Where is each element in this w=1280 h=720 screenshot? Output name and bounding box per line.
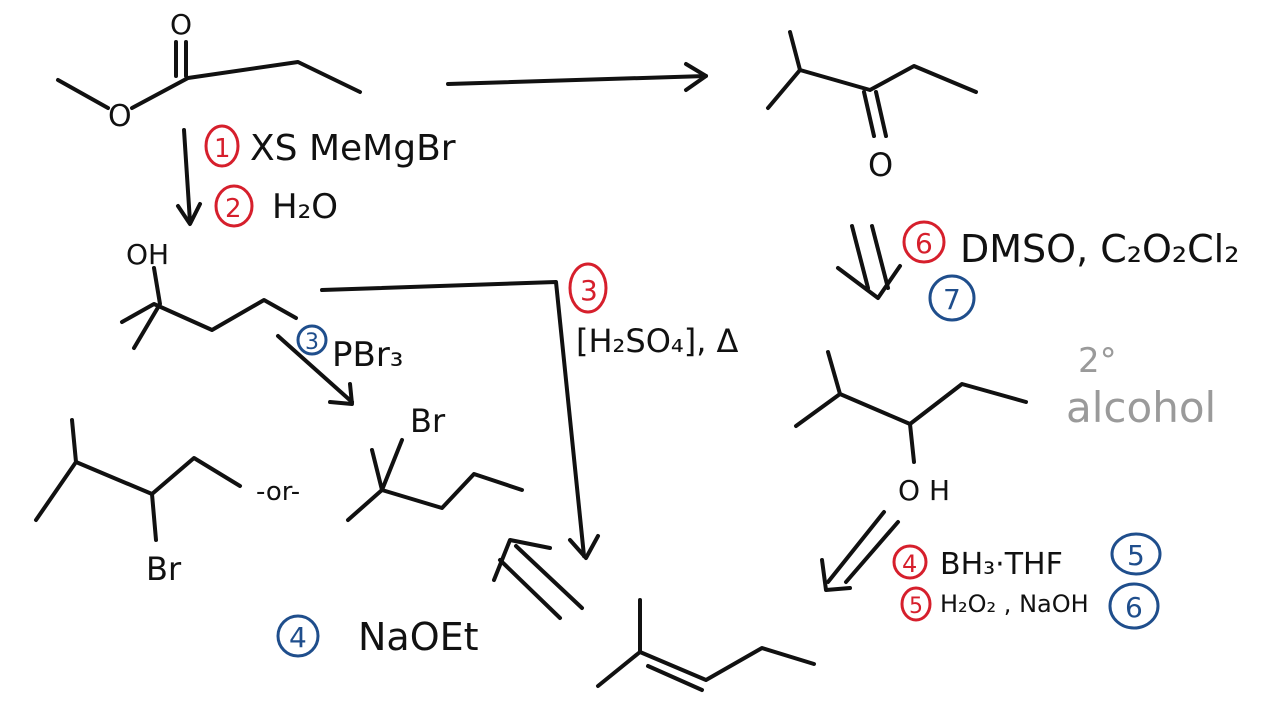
step-1-reagent: XS MeMgBr [250, 128, 456, 169]
step-4-number: 4 [289, 621, 307, 654]
step-2-circle [214, 184, 254, 228]
step-3-reagent: PBr₃ [332, 335, 403, 375]
reagent-step-2: 2 H₂O [214, 184, 338, 228]
alcohol2-oh: O H [898, 474, 950, 507]
ketone-oxygen: O [868, 146, 893, 184]
hydrob2-reagent: H₂O₂ , NaOH [940, 590, 1089, 618]
bromide-right-br: Br [410, 402, 446, 440]
ester-structure: O O [56, 8, 362, 134]
step-3b-number: 3 [580, 274, 598, 307]
arrow-pbr3 [276, 334, 354, 406]
tertiary-alcohol-structure: OH [120, 238, 298, 350]
step-6-reagent: DMSO, C₂O₂Cl₂ [960, 227, 1239, 271]
hydrob1-side-number: 5 [1127, 539, 1145, 572]
arrow-swern [836, 224, 902, 300]
secondary-alcohol-structure: O H [794, 350, 1028, 507]
arrow-ester-to-ketone [446, 62, 708, 92]
ketone-structure: O [766, 30, 978, 184]
bromide-right-structure: Br [346, 402, 524, 522]
hydrob2-side-circle [1108, 582, 1160, 630]
ester-carbonyl-oxygen: O [170, 8, 192, 41]
step-7-circle [928, 274, 976, 322]
hydrob1-reagent: BH₃·THF [940, 547, 1063, 582]
step-7-number: 7 [943, 283, 961, 316]
arrow-hydroboration [820, 510, 900, 592]
hydrob1-number: 4 [902, 550, 917, 578]
ester-ether-oxygen: O [108, 99, 132, 134]
hydrob2-number: 5 [909, 594, 923, 619]
step-2-number: 2 [225, 194, 242, 224]
reagent-step-3b: 3 [H₂SO₄], Δ [568, 262, 739, 360]
reagent-hydroboration-2: 5 H₂O₂ , NaOH 6 [900, 582, 1160, 630]
or-text: -or- [256, 477, 300, 507]
step-3b-reagent: [H₂SO₄], Δ [576, 322, 739, 360]
reagent-step-1: 1 XS MeMgBr [204, 124, 456, 169]
arrow-dehydration [320, 280, 600, 560]
reagent-hydroboration-1: 4 BH₃·THF 5 [892, 532, 1162, 582]
step-3b-circle [568, 262, 608, 314]
hydrob2-side-number: 6 [1125, 591, 1143, 624]
hydrob1-side-circle [1110, 532, 1162, 576]
secondary-alcohol-note: 2° alcohol [1066, 341, 1216, 432]
bromide-left-br: Br [146, 550, 182, 588]
bromide-left-structure: Br [34, 418, 242, 588]
alkene-structure [596, 598, 816, 692]
note-alcohol: alcohol [1066, 383, 1216, 432]
hydrob2-circle [900, 586, 932, 622]
step-6-circle [902, 220, 946, 264]
step-3-circle [296, 324, 328, 356]
reagent-step-7: 7 [928, 274, 976, 322]
step-3-number: 3 [305, 330, 319, 355]
step-4-reagent: NaOEt [358, 615, 479, 659]
reagent-step-6: 6 DMSO, C₂O₂Cl₂ [902, 220, 1239, 271]
step-4-circle [276, 614, 320, 658]
reagent-step-3: 3 PBr₃ [296, 324, 403, 375]
note-degree: 2° [1078, 341, 1117, 381]
step-6-number: 6 [915, 227, 933, 260]
alcohol1-oh: OH [126, 238, 169, 271]
step-1-circle [204, 124, 240, 168]
step-1-number: 1 [214, 134, 231, 164]
reagent-step-4: 4 NaOEt [276, 614, 479, 659]
hydrob1-circle [892, 544, 928, 580]
step-2-reagent: H₂O [272, 187, 338, 227]
arrow-elimination [492, 538, 584, 620]
step-1-2-arrow [176, 128, 202, 226]
